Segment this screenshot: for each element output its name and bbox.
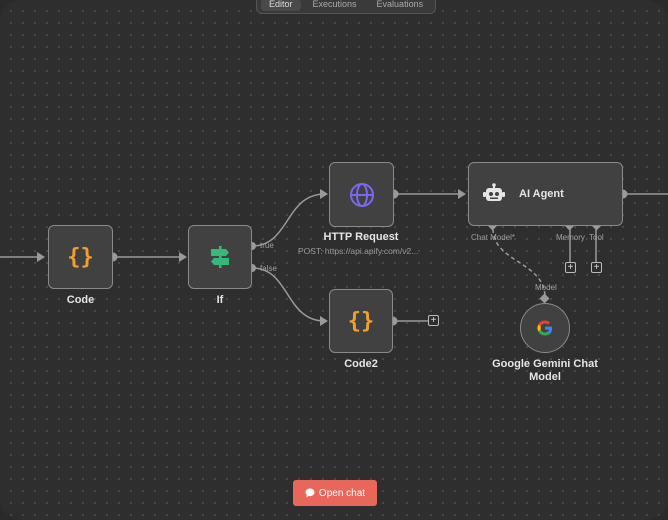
http-request-subtitle: POST: https://api.apify.com/v2... [298,246,419,256]
ai-agent-node[interactable]: AI Agent [468,162,623,226]
open-chat-button[interactable]: Open chat [293,480,377,506]
tool-port-label: Tool [589,233,604,242]
gemini-model-port-label: Model [535,283,557,292]
code-node-label: Code [66,294,95,306]
gemini-label-line2: Model [529,371,561,383]
arrow-code-in [37,252,45,262]
signpost-icon [211,246,229,268]
code2-node-label: Code2 [344,358,378,370]
if-false-label: false [260,264,277,273]
add-tool-button[interactable]: + [591,262,602,273]
edge-gemini-chatmodel [492,228,546,298]
arrow-if-in [179,252,187,262]
tab-editor[interactable]: Editor [261,0,301,11]
open-chat-label: Open chat [318,487,366,499]
arrow-agent-in [458,189,466,199]
code-node[interactable]: {} [48,225,113,289]
view-tabs: Editor Executions Evaluations [256,0,437,14]
http-request-label: HTTP Request [323,231,399,243]
add-memory-button[interactable]: + [565,262,576,273]
if-node[interactable] [188,225,252,289]
memory-port-label: Memory [556,233,585,242]
google-g-icon [537,320,552,336]
plus-icon: + [430,315,437,326]
http-request-node[interactable] [329,162,394,227]
globe-icon [349,182,374,207]
edge-if-http [251,193,326,247]
plus-icon: + [593,262,600,273]
tab-evaluations[interactable]: Evaluations [376,0,424,9]
tab-executions[interactable]: Executions [312,0,357,9]
gemini-label-line1: Google Gemini Chat [492,358,598,370]
chat-bubble-icon [305,488,315,498]
gemini-chat-model-node[interactable] [520,303,570,353]
arrow-http-in [320,189,328,199]
robot-icon [483,183,505,201]
code2-node[interactable]: {} [329,289,393,353]
braces-icon: {} [347,308,375,334]
ai-agent-label: AI Agent [519,188,564,200]
arrow-code2-in [320,316,328,326]
chat-model-port-label: Chat Model* [471,233,516,242]
port-gemini-model [539,293,550,304]
if-node-label: If [216,294,224,306]
braces-icon: {} [67,244,94,270]
if-true-label: true [260,241,274,250]
code2-add-button[interactable]: + [428,315,439,326]
edge-if-code2 [251,267,326,322]
plus-icon: + [567,262,574,273]
